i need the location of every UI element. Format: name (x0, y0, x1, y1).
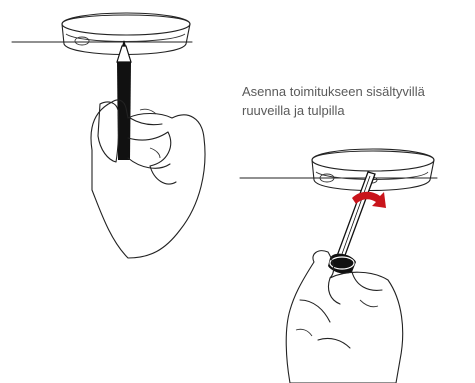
step2-screwing-illustration (240, 149, 437, 383)
step1-marking-illustration (12, 13, 205, 258)
caption-line-1: Asenna toimitukseen sisältyvillä (242, 82, 474, 101)
ceiling-mount-ring-right (312, 149, 434, 191)
caption-line-2: ruuveilla ja tulpilla (242, 101, 474, 120)
screwdriver-icon (328, 172, 375, 274)
hand-left (91, 100, 205, 258)
caption: Asenna toimitukseen sisältyvillä ruuveil… (242, 82, 474, 120)
